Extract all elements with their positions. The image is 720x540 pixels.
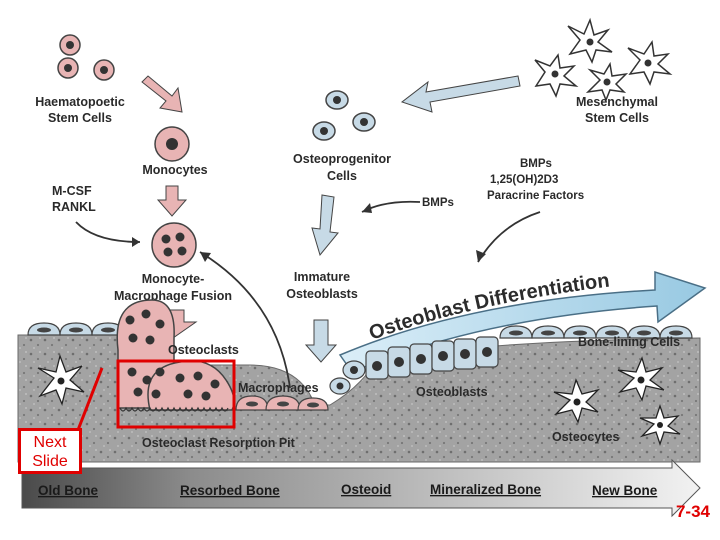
osteoprogenitor-cells bbox=[312, 90, 376, 141]
mcsf-label: M-CSF bbox=[52, 184, 92, 198]
osteocytes-label: Osteocytes bbox=[552, 430, 619, 444]
slide-number: 7-34 bbox=[675, 502, 710, 521]
bar-label-osteoid: Osteoid bbox=[341, 482, 391, 497]
haematopoetic-stem-cells bbox=[57, 34, 115, 81]
hsc-label-2: Stem Cells bbox=[48, 111, 112, 125]
bmps-factors-label-3: Paracrine Factors bbox=[487, 190, 584, 202]
msc-label-2: Stem Cells bbox=[585, 111, 649, 125]
osteoprogenitor-label-1: Osteoprogenitor bbox=[293, 152, 391, 166]
bar-label-new-bone: New Bone bbox=[592, 483, 658, 498]
rankl-label: RANKL bbox=[52, 200, 96, 214]
monocytes-label: Monocytes bbox=[142, 163, 207, 177]
bar-label-old-bone: Old Bone bbox=[38, 483, 98, 498]
msc-label-1: Mesenchymal bbox=[576, 95, 658, 109]
immature-to-osteoblast-arrow bbox=[304, 319, 338, 363]
monocyte-to-fusion-arrow bbox=[156, 185, 188, 217]
msc-to-osteoprogenitor-arrow bbox=[400, 75, 521, 113]
bone-lining-cells-left bbox=[27, 322, 125, 336]
osteoclast-cells bbox=[116, 299, 235, 412]
bar-label-mineralized-bone: Mineralized Bone bbox=[430, 482, 542, 497]
osteoclast-highlight-box bbox=[116, 359, 236, 429]
bmps-factors-label-1: BMPs bbox=[520, 158, 552, 170]
macrophage-cells bbox=[235, 395, 329, 411]
macrophage-to-fusion-arrow bbox=[199, 251, 291, 389]
osteoblast-cells bbox=[329, 336, 499, 395]
bmps-label: BMPs bbox=[422, 197, 454, 209]
immature-label-2: Osteoblasts bbox=[286, 287, 358, 301]
highlight-connector-line bbox=[76, 367, 104, 431]
osteoprogenitor-to-immature-arrow bbox=[311, 194, 339, 257]
osteoprogenitor-label-2: Cells bbox=[327, 169, 357, 183]
fusion-label-2: Macrophage Fusion bbox=[114, 289, 232, 303]
osteoclasts-label: Osteoclasts bbox=[168, 343, 239, 357]
immature-label-1: Immature bbox=[294, 270, 350, 284]
bar-label-resorbed-bone: Resorbed Bone bbox=[180, 483, 280, 498]
resorption-pit-label: Osteoclast Resorption Pit bbox=[142, 436, 296, 450]
bone-stage-bar: Old Bone Resorbed Bone Osteoid Mineraliz… bbox=[21, 458, 701, 518]
next-slide-button[interactable]: Next Slide bbox=[18, 428, 82, 474]
macrophages-label: Macrophages bbox=[238, 381, 319, 395]
monocyte-cell bbox=[154, 126, 190, 162]
fusion-label-1: Monocyte- bbox=[142, 272, 205, 286]
bmps-factors-label-2: 1,25(OH)2D3 bbox=[490, 174, 558, 186]
mcsf-arrow bbox=[75, 221, 141, 243]
monocyte-macrophage-fusion-cell bbox=[151, 222, 197, 268]
bone-lining-label: Bone-lining Cells bbox=[578, 335, 680, 349]
osteoblasts-label: Osteoblasts bbox=[416, 385, 488, 399]
hsc-label-1: Haematopoetic bbox=[35, 95, 125, 109]
bone-lining-cells-right bbox=[499, 325, 693, 339]
hsc-to-monocyte-arrow bbox=[141, 75, 183, 113]
